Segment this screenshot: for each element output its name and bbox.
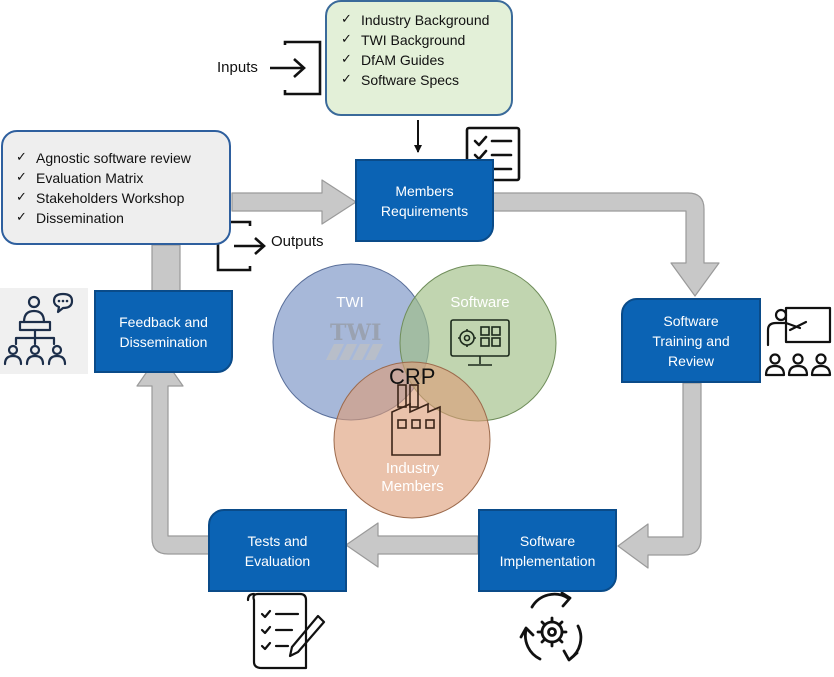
- venn-label-industry-line: Members: [381, 478, 444, 495]
- stage-feedback-dissemination: Feedback and Dissemination: [94, 290, 233, 373]
- venn-label-software: Software: [450, 294, 510, 311]
- input-arrow-icon: [270, 40, 322, 96]
- venn-label-twi: TWI: [336, 294, 364, 311]
- gear-cycle-icon: [519, 591, 583, 662]
- stage-software-training: Software Training and Review: [621, 298, 761, 383]
- arrow-requirements-to-training: [492, 192, 720, 297]
- arrow-feedback-to-outputs: [151, 244, 181, 293]
- stage-label: Requirements: [380, 202, 469, 219]
- venn-label-industry-line: Industry: [385, 460, 440, 477]
- input-item: DfAM Guides: [339, 50, 503, 70]
- stage-label: Evaluation: [244, 552, 311, 569]
- arrow-tests-to-feedback: [136, 352, 211, 555]
- stage-members-requirements: Members Requirements: [355, 159, 494, 242]
- output-item: Dissemination: [14, 208, 221, 228]
- stage-software-implementation: Software Implementation: [478, 509, 617, 592]
- output-arrow-icon: [216, 220, 266, 272]
- input-item: Industry Background: [339, 10, 503, 30]
- arrow-implementation-to-tests: [345, 522, 479, 568]
- stage-label: Feedback and: [119, 313, 208, 330]
- stage-tests-evaluation: Tests and Evaluation: [208, 509, 347, 592]
- report-pen-icon: [246, 592, 326, 670]
- inputs-list-box: Industry Background TWI Background DfAM …: [325, 0, 513, 116]
- arrow-outputs-to-requirements: [231, 179, 357, 225]
- inputs-label: Inputs: [217, 59, 258, 76]
- stage-label: Review: [668, 352, 714, 369]
- venn-label-industry: Industry Members: [365, 460, 460, 496]
- stage-label: Implementation: [499, 552, 596, 569]
- outputs-label: Outputs: [271, 233, 324, 250]
- monitor-gear-icon: [450, 319, 510, 366]
- output-item: Agnostic software review: [14, 148, 221, 168]
- input-item: TWI Background: [339, 30, 503, 50]
- stage-label: Dissemination: [119, 333, 208, 350]
- outputs-list-box: Agnostic software review Evaluation Matr…: [1, 130, 231, 245]
- venn-center-crp: CRP: [389, 364, 436, 389]
- venn-circle-industry: [333, 361, 491, 519]
- output-item: Stakeholders Workshop: [14, 188, 221, 208]
- stage-label: Software: [663, 312, 719, 329]
- factory-icon: [391, 384, 441, 456]
- stage-label: Tests and: [247, 532, 308, 549]
- stage-label: Members: [395, 182, 454, 199]
- twi-logo-text: TWI: [330, 320, 381, 346]
- stage-label: Training and: [652, 332, 730, 349]
- presenter-icon: [764, 306, 832, 377]
- arrow-training-to-implementation: [617, 382, 702, 569]
- team-discussion-icon: [0, 288, 88, 374]
- input-item: Software Specs: [339, 70, 503, 90]
- output-item: Evaluation Matrix: [14, 168, 221, 188]
- stage-label: Software: [519, 532, 576, 549]
- twi-logo-icon: TWI: [326, 320, 383, 360]
